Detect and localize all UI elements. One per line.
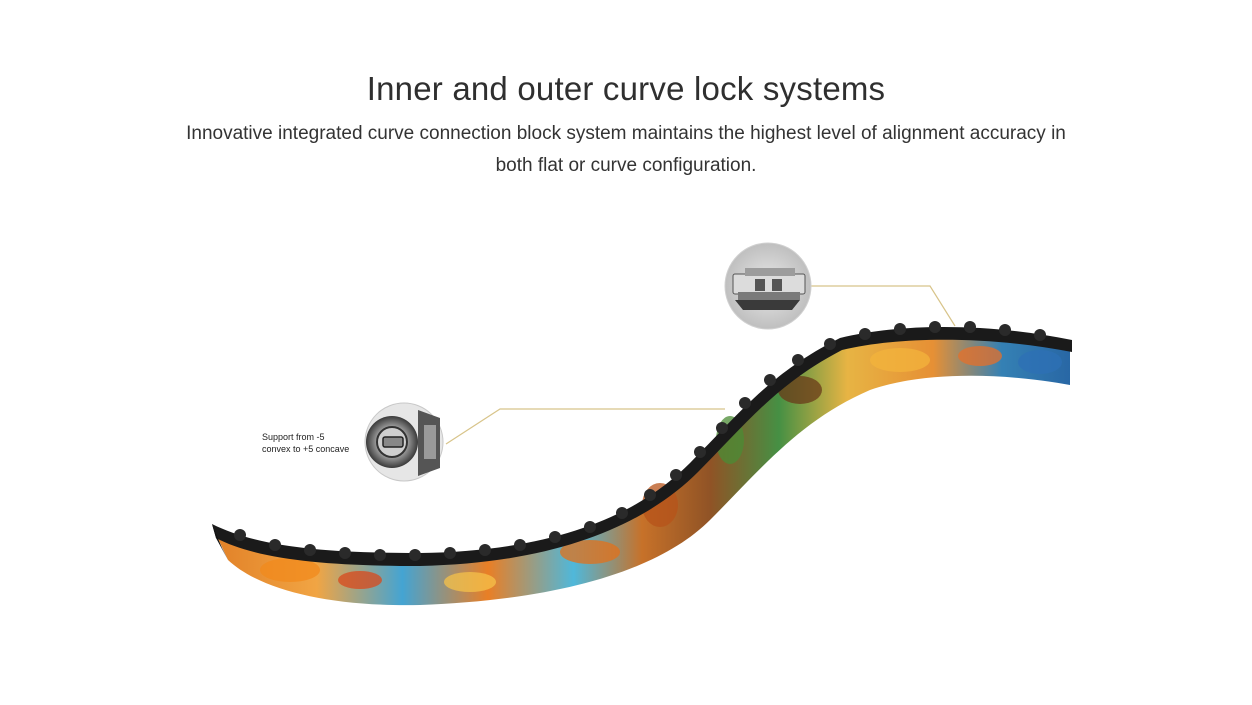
led-screen-face [214, 333, 1070, 606]
curve-range-line-2: convex to +5 concave [262, 444, 350, 454]
leader-line-top [810, 285, 956, 327]
leader-line-left [445, 408, 725, 445]
inner-lock-detail-callout [724, 242, 812, 330]
page-subtitle: Innovative integrated curve connection b… [186, 123, 1066, 176]
curve-range-note: Support from -5 convex to +5 concave [262, 431, 372, 455]
cabinet-bumps [234, 321, 1046, 561]
curve-lock-knob-callout [364, 402, 444, 482]
page-title: Inner and outer curve lock systems [366, 70, 886, 107]
curve-range-line-1: Support from -5 [262, 432, 325, 442]
